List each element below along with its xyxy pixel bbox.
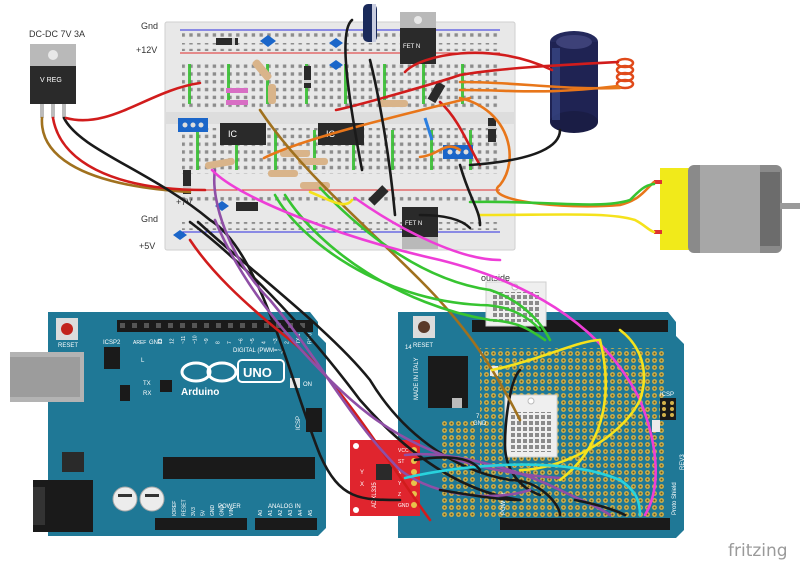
arduino-pin-label-7: ~6 — [239, 338, 245, 344]
arduino-pin-label-10: ~3 — [273, 338, 279, 344]
arduino-analog-pin-3: A3 — [288, 510, 294, 516]
arduino-uno-board — [10, 312, 326, 536]
shield-pin14-label: 14 — [405, 345, 412, 351]
dc-motor — [654, 165, 800, 253]
arduino-pin-label-9: 4 — [262, 341, 268, 344]
shield-gnd-label: GND — [473, 421, 487, 427]
adxl-pin-label-5: GND — [398, 503, 410, 509]
svg-text:FET N: FET N — [405, 221, 422, 227]
plus12v-label: +12V — [136, 45, 157, 55]
arduino-analog-pin-labels: A0 A1 A2 A3 A4 A5 — [258, 510, 314, 516]
arduino-analog-pin-4: A4 — [298, 510, 304, 516]
large-capacitor — [550, 31, 598, 133]
arduino-brand: Arduino — [181, 387, 219, 398]
shield-power-label: POWER — [501, 492, 507, 515]
shield-name: Proto Shield — [672, 482, 678, 515]
arduino-pin-label-5: 8 — [216, 341, 222, 344]
fritzing-watermark: fritzing — [728, 541, 788, 561]
arduino-power-pin-5: GND — [220, 505, 226, 517]
arduino-uno-logo: UNO — [243, 365, 272, 380]
arduino-power-label: POWER — [218, 504, 241, 510]
ic-chip-1: IC — [220, 123, 266, 145]
dht-sensor-inside — [504, 394, 558, 458]
inductor-coil — [615, 57, 635, 90]
arduino-rx-label: RX — [143, 391, 151, 397]
arduino-pin-label-3: ~10 — [193, 335, 199, 344]
arduino-power-pin-3: 5V — [201, 509, 207, 516]
arduino-tx-label: TX — [143, 381, 151, 387]
arduino-analog-pin-0: A0 — [258, 510, 264, 516]
shield-reset-label: RESET — [413, 343, 433, 349]
dht-sensor-outside — [485, 281, 547, 327]
adxl-pin-label-3: Y — [398, 481, 402, 487]
arduino-power-pin-4: GND — [210, 505, 216, 517]
arduino-pin-label-8: ~5 — [250, 338, 256, 344]
svg-text:V REG: V REG — [40, 77, 62, 84]
arduino-pin-label-2: ~11 — [181, 336, 187, 344]
arduino-reset-label: RESET — [58, 343, 78, 349]
arduino-analog-pin-1: A1 — [268, 510, 274, 516]
arduino-pin-label-0: 13 — [158, 338, 164, 344]
dcdc-label: DC-DC 7V 3A — [29, 29, 85, 39]
svg-text:IC: IC — [228, 129, 238, 139]
adxl-pin-label-2: X — [398, 470, 402, 476]
arduino-pin-label-6: 7 — [227, 341, 233, 344]
breadboard-components — [173, 4, 496, 240]
arduino-l-label: L — [141, 358, 145, 364]
arduino-power-pin-0: IOREF — [172, 501, 178, 516]
arduino-power-pin-6: VIN — [229, 507, 235, 516]
voltage-regulator: V REG — [30, 44, 76, 118]
arduino-analog-label: ANALOG IN — [268, 504, 301, 510]
fet-transistor-1: FET N — [400, 12, 436, 64]
adxl335-label: ADXL335 — [372, 482, 378, 508]
shield-icsp-label: ICSP — [660, 392, 674, 398]
shield-pin7-label: 7 — [476, 414, 480, 420]
arduino-analog-pin-5: A5 — [308, 510, 314, 516]
adxl-axis-x: X — [360, 482, 364, 488]
adxl-pin-label-0: VCC — [398, 448, 409, 454]
shield-made-in-italy: MADE IN ITALY — [414, 358, 420, 400]
arduino-pin-label-4: ~9 — [204, 338, 210, 344]
arduino-pin-label-11: 2 — [285, 341, 291, 344]
shield-rev: REV3 — [680, 454, 686, 470]
plus5v-label: +5V — [139, 241, 155, 251]
adxl-pin-label-1: ST — [398, 459, 404, 465]
arduino-pin-label-1: 12 — [170, 338, 176, 344]
adxl-axis-y: Y — [360, 470, 364, 476]
arduino-on-label: ON — [303, 382, 312, 388]
wires — [40, 18, 657, 522]
gnd-top-label: Gnd — [141, 21, 158, 31]
gnd-bottom-label: Gnd — [141, 214, 158, 224]
arduino-gnd-label: GND — [149, 340, 163, 346]
arduino-power-pin-1: RESET — [182, 499, 188, 516]
arduino-power-pin-2: 3V3 — [191, 507, 197, 516]
adxl335-pin-labels: VCC ST XYZ GND — [398, 448, 410, 509]
svg-text:FET N: FET N — [403, 44, 420, 50]
arduino-analog-pin-2: A2 — [278, 510, 284, 516]
arduino-icsp-label: ICSP — [296, 416, 302, 430]
arduino-aref-label: AREF — [133, 340, 146, 346]
arduino-icsp2-label: ICSP2 — [103, 340, 121, 346]
adxl-pin-label-4: Z — [398, 492, 401, 498]
arduino-digital-label: DIGITAL (PWM=~) — [233, 348, 283, 354]
